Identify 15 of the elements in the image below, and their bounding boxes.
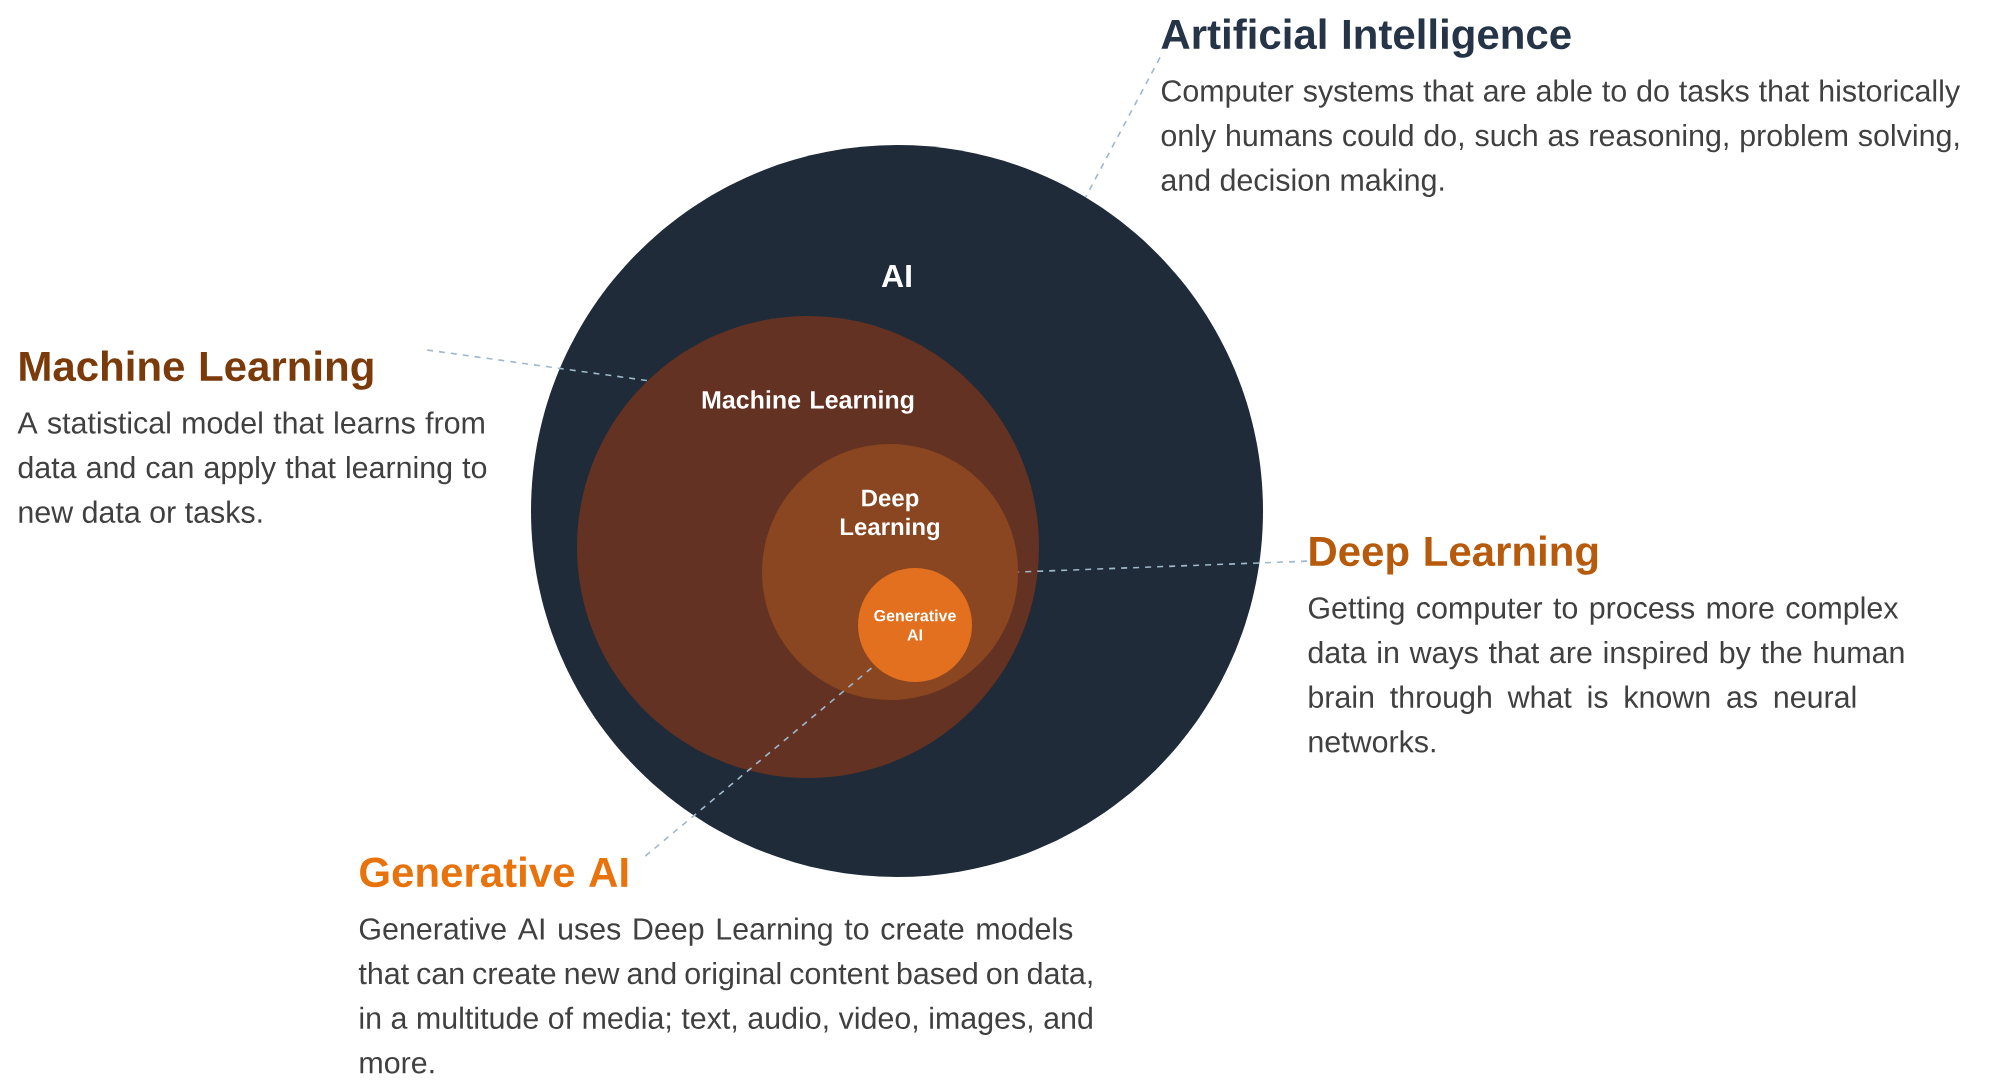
heading: Deep Learning: [1310, 535, 1598, 575]
heading: Machine Learning: [20, 350, 373, 390]
circle-label: AI: [881, 265, 911, 287]
leader-line: [1017, 560, 1308, 573]
description: Getting computer to process more complex data in ways that are inspired by the human brain through what is known as neural networks.: [1308, 596, 1904, 753]
heading: Generative AI: [360, 856, 628, 888]
circle-label: Generative AI: [874, 609, 956, 641]
description: Generative AI uses Deep Learning to create models that can create new and original content based on data, in a multitude of media; text, audio, video, images, and more.: [358, 917, 1092, 1074]
leader-line: [1084, 56, 1161, 198]
circle-label: Deep Learning: [840, 489, 940, 541]
description: Computer systems that are able to do tasks that historically only humans could do, such as reasoning, problem solving, and decision making.: [1161, 79, 1961, 197]
leader-line: [426, 349, 649, 382]
description: A statistical model that learns from data and can apply that learning to new data or tasks.: [17, 411, 487, 523]
circle-label: Machine Learning: [702, 390, 914, 414]
heading: Artificial Intelligence: [1161, 18, 1571, 58]
